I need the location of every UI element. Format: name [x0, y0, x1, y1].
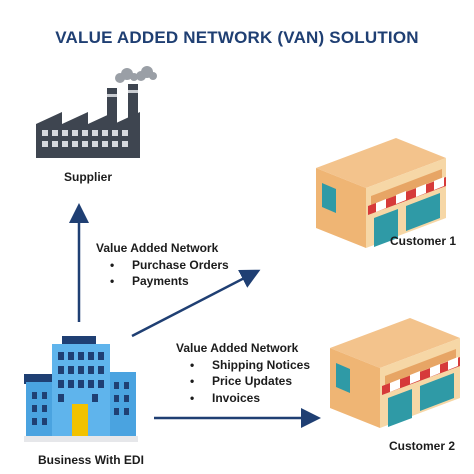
list-item-label: Purchase Orders [132, 257, 229, 272]
upper-network-heading: Value Added Network [96, 241, 219, 255]
storefront-icon [316, 138, 446, 248]
upper-network-note: Value Added Network •Purchase Orders •Pa… [96, 240, 229, 290]
list-item: •Payments [110, 274, 189, 288]
list-item: •Price Updates [190, 374, 293, 388]
office-building-icon [24, 336, 138, 442]
customer-2-label: Customer 2 [389, 439, 456, 453]
list-item: •Purchase Orders [110, 257, 229, 272]
list-item-label: Invoices [212, 390, 261, 405]
business-label: Business With EDI [38, 453, 144, 467]
list-item: •Invoices [190, 390, 261, 405]
lower-network-heading: Value Added Network [176, 341, 299, 355]
customer-1-label: Customer 1 [390, 234, 457, 248]
lower-network-note: Value Added Network •Shipping Notices •P… [176, 340, 310, 406]
arrow-to-customer-1 [131, 269, 261, 338]
storefront-icon [330, 318, 460, 428]
list-item-label: Price Updates [212, 374, 293, 388]
supplier-label: Supplier [64, 170, 113, 184]
diagram-title: VALUE ADDED NETWORK (VAN) SOLUTION [55, 28, 419, 47]
list-item-label: Payments [132, 274, 189, 288]
list-item-label: Shipping Notices [212, 357, 311, 372]
factory-icon [36, 66, 157, 158]
list-item: •Shipping Notices [190, 357, 311, 372]
